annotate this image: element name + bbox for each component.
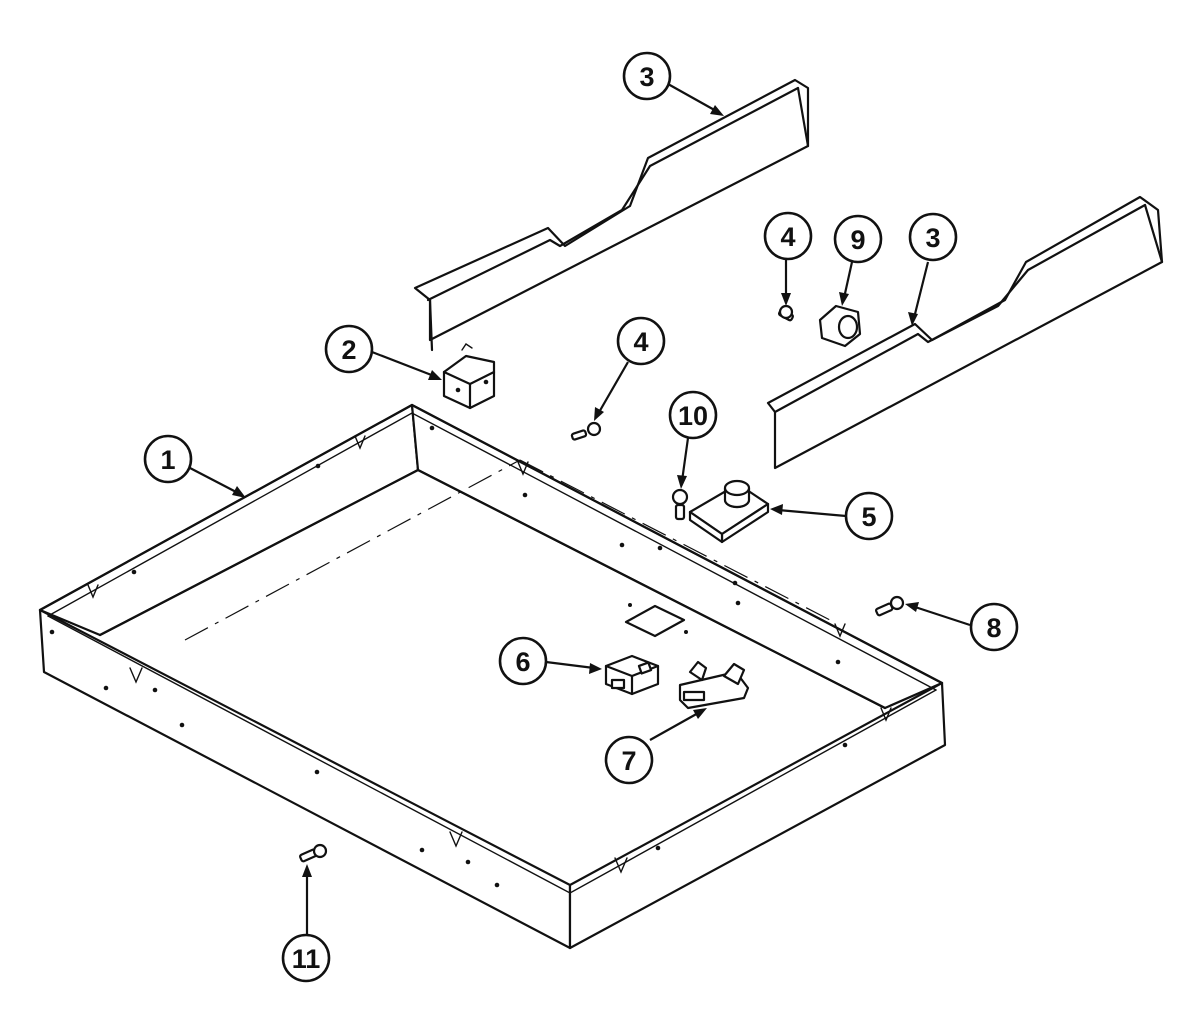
switch-plate [688, 479, 770, 544]
callout-5-label: 5 [861, 502, 876, 532]
callout-9-label: 9 [850, 225, 865, 255]
callout-3-right: 3 [908, 212, 958, 262]
callout-10: 10 [668, 390, 718, 440]
screw-10 [671, 488, 689, 521]
callout-4-right: 4 [763, 211, 813, 261]
knob [818, 304, 862, 348]
callout-5: 5 [844, 491, 894, 541]
callout-2-label: 2 [341, 335, 356, 365]
callout-7-label: 7 [621, 746, 636, 776]
callout-6: 6 [498, 636, 548, 686]
clip [678, 660, 750, 710]
screw-8 [875, 595, 905, 617]
callout-3-upper: 3 [622, 51, 672, 101]
callout-10-label: 10 [678, 401, 708, 431]
rail-right [766, 195, 1164, 470]
connector [604, 654, 660, 696]
callout-4-right-label: 4 [780, 222, 795, 252]
callout-9: 9 [833, 214, 883, 264]
bracket [442, 343, 496, 410]
callout-1: 1 [143, 434, 193, 484]
leader-lines [189, 83, 971, 935]
callout-8-label: 8 [986, 613, 1001, 643]
callout-11: 11 [281, 933, 331, 983]
callout-7: 7 [604, 735, 654, 785]
screw-4b [778, 304, 794, 322]
callout-1-label: 1 [160, 445, 175, 475]
rail-upper [413, 78, 810, 352]
screw-4a [570, 421, 602, 441]
callout-4-left: 4 [616, 316, 666, 366]
base-tray [38, 403, 947, 950]
callout-11-label: 11 [292, 944, 321, 974]
callout-8: 8 [969, 602, 1019, 652]
callout-4-left-label: 4 [633, 327, 648, 357]
callout-2: 2 [324, 324, 374, 374]
callout-3-right-label: 3 [925, 223, 940, 253]
callout-6-label: 6 [515, 647, 530, 677]
screw-11 [299, 843, 328, 863]
callout-3-upper-label: 3 [639, 62, 654, 92]
